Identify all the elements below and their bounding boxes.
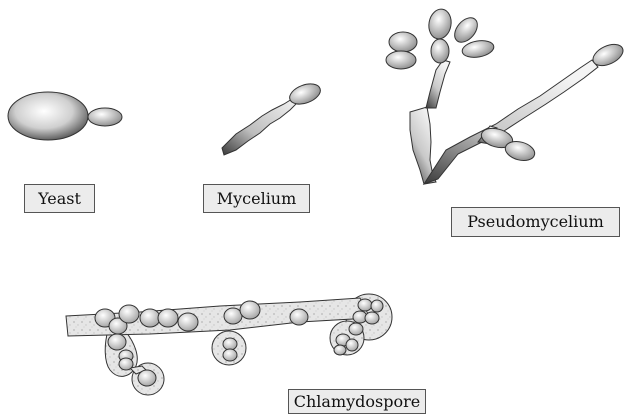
label-pseudomycelium: Pseudomycelium (451, 207, 620, 237)
chlamydospore-illustration (66, 294, 392, 395)
label-mycelium: Mycelium (203, 184, 310, 213)
mycelium-illustration (222, 80, 323, 155)
yeast-illustration (8, 92, 122, 140)
label-chlamydospore: Chlamydospore (288, 389, 426, 414)
pseudomycelium-illustration (386, 7, 625, 184)
label-yeast: Yeast (24, 184, 95, 213)
